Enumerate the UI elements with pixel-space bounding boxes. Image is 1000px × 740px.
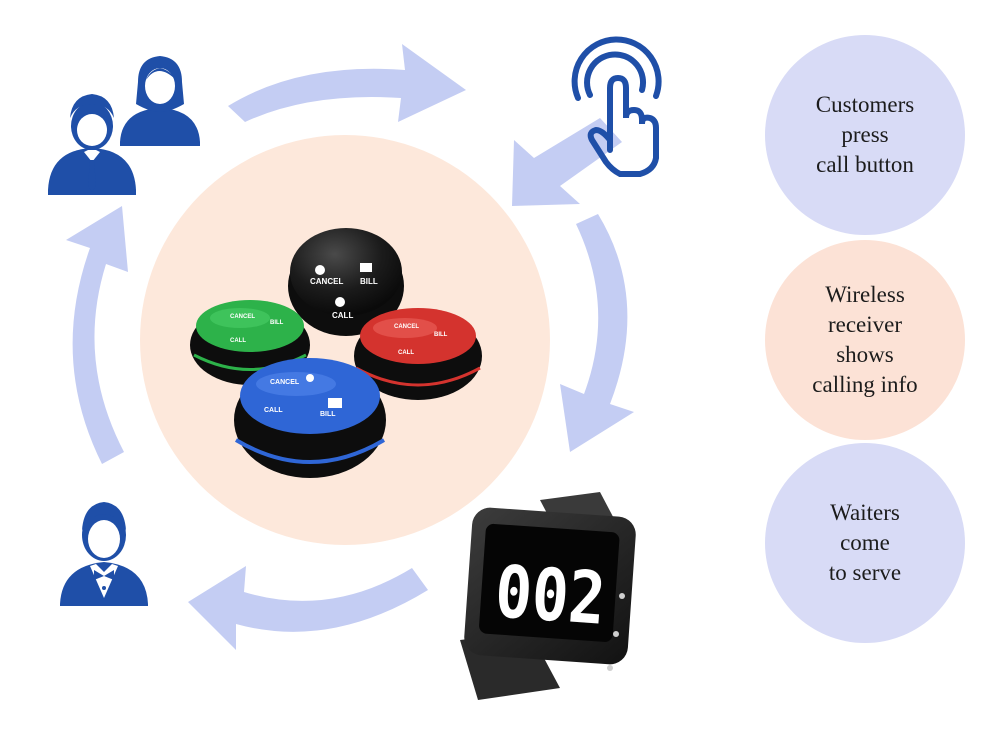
call-button-blue: CANCEL BILL CALL	[234, 358, 386, 478]
arrow-bottom	[188, 566, 428, 650]
customers-icon	[48, 56, 200, 195]
step-2-line-1: Wireless	[825, 282, 905, 307]
step-2-line-2: receiver	[827, 312, 903, 337]
step-customers-press: Customers press call button	[765, 35, 965, 235]
arrow-right	[560, 214, 634, 452]
cycle-arrows	[66, 44, 634, 650]
call-button-black: CANCEL BILL CALL	[288, 228, 404, 336]
call-button-green: CANCEL BILL CALL	[190, 300, 310, 385]
waiter-icon	[60, 502, 148, 606]
watch-display: 002	[493, 549, 609, 640]
red-call-label: CALL	[398, 350, 414, 356]
black-call-label: CALL	[332, 311, 353, 320]
cancel-circle	[315, 265, 325, 275]
blue-cancel-label: CANCEL	[270, 379, 300, 386]
step-1-line-1: Customers	[815, 92, 915, 117]
green-cancel-label: CANCEL	[230, 314, 255, 320]
step-waiters-serve: Waiters come to serve	[765, 443, 965, 643]
step-2-line-3: shows	[836, 342, 894, 367]
call-button-red: CANCEL BILL CALL	[354, 308, 482, 400]
blue-bill-label: BILL	[320, 411, 336, 418]
green-bill-label: BILL	[270, 320, 284, 326]
black-bill-label: BILL	[360, 277, 378, 286]
blue-call-label: CALL	[264, 407, 283, 414]
step-1-line-3: call button	[816, 152, 914, 177]
watch-receiver: 002	[460, 492, 636, 700]
red-bill-label: BILL	[434, 332, 448, 338]
arrow-top	[228, 44, 466, 122]
call-buttons: CANCEL BILL CALL CANCEL BILL CALL CANCEL…	[190, 228, 482, 478]
step-2-line-4: calling info	[812, 372, 918, 397]
watch-screen	[479, 523, 620, 642]
step-3-line-3: to serve	[828, 560, 902, 585]
touch-press-icon	[571, 36, 662, 177]
step-3-line-2: come	[840, 530, 890, 555]
bill-chip	[360, 263, 372, 272]
red-cancel-label: CANCEL	[394, 324, 419, 330]
arrow-left	[66, 206, 128, 464]
black-cancel-label: CANCEL	[310, 277, 343, 286]
step-1-line-2: press	[841, 122, 889, 147]
step-3-line-1: Waiters	[830, 500, 900, 525]
green-call-label: CALL	[230, 338, 246, 344]
step-receiver-shows: Wireless receiver shows calling info	[765, 240, 965, 440]
